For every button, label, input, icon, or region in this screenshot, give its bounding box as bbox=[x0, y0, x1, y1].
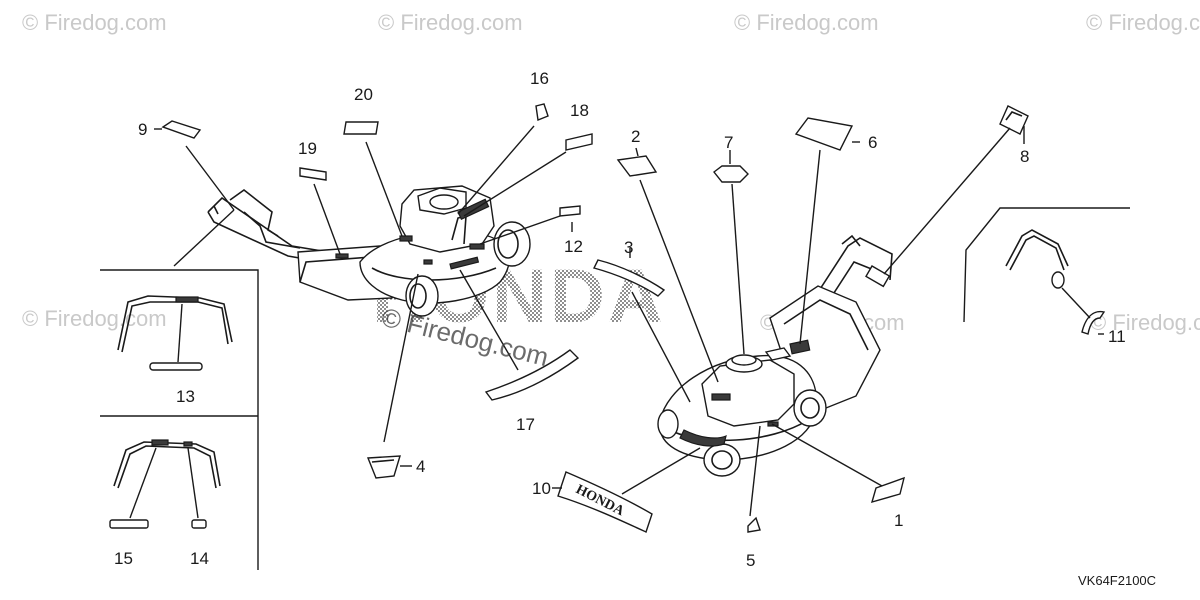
decal-19 bbox=[299, 167, 327, 181]
callout-16: 16 bbox=[530, 69, 549, 88]
inset-14-15 bbox=[100, 415, 258, 529]
decal-10-honda: HONDA bbox=[557, 471, 653, 533]
callout-17: 17 bbox=[516, 415, 535, 434]
decal-2 bbox=[616, 155, 658, 177]
decal-4 bbox=[366, 455, 401, 479]
callout-3: 3 bbox=[624, 238, 633, 257]
decal-7 bbox=[713, 165, 749, 183]
callout-7: 7 bbox=[724, 133, 733, 152]
callout-8: 8 bbox=[1020, 147, 1029, 166]
decal-3 bbox=[592, 259, 666, 297]
mower-left bbox=[207, 185, 531, 317]
decal-18 bbox=[565, 133, 593, 151]
callout-2: 2 bbox=[631, 127, 640, 146]
inset-11 bbox=[963, 207, 1130, 335]
decal-6 bbox=[794, 117, 854, 151]
watermark: © Firedog.com bbox=[734, 10, 879, 35]
decal-17 bbox=[484, 349, 580, 401]
callout-19: 19 bbox=[298, 139, 317, 158]
watermark: © Firedog.com bbox=[378, 10, 523, 35]
callout-6: 6 bbox=[868, 133, 877, 152]
drawing-code: VK64F2100C bbox=[1078, 573, 1156, 588]
mower-right bbox=[657, 234, 893, 477]
callout-15: 15 bbox=[114, 549, 133, 568]
decal-8 bbox=[999, 105, 1029, 135]
decal-5 bbox=[747, 516, 761, 533]
callout-1: 1 bbox=[894, 511, 903, 530]
callout-5: 5 bbox=[746, 551, 755, 570]
callout-11: 11 bbox=[1108, 327, 1126, 346]
callout-12: 12 bbox=[564, 237, 583, 256]
decal-1 bbox=[870, 476, 905, 504]
callout-13: 13 bbox=[176, 387, 195, 406]
watermark: © Firedog.com bbox=[1090, 310, 1200, 335]
callout-4: 4 bbox=[416, 457, 425, 476]
watermark: © Firedog.com bbox=[1086, 10, 1200, 35]
decal-9 bbox=[161, 120, 202, 139]
decal-16 bbox=[535, 103, 549, 121]
inset-13 bbox=[100, 269, 259, 570]
callout-9: 9 bbox=[138, 120, 147, 139]
watermark: © Firedog.com bbox=[22, 10, 167, 35]
callout-14: 14 bbox=[190, 549, 209, 568]
decal-12 bbox=[559, 205, 581, 217]
callout-20: 20 bbox=[354, 85, 373, 104]
callout-18: 18 bbox=[570, 101, 589, 120]
callouts: 1 2 3 4 5 6 7 8 9 10 11 12 13 14 15 16 1… bbox=[114, 69, 1126, 570]
callout-10: 10 bbox=[532, 479, 551, 498]
decal-20 bbox=[343, 121, 379, 135]
watermark: © Firedog.com bbox=[22, 306, 167, 331]
